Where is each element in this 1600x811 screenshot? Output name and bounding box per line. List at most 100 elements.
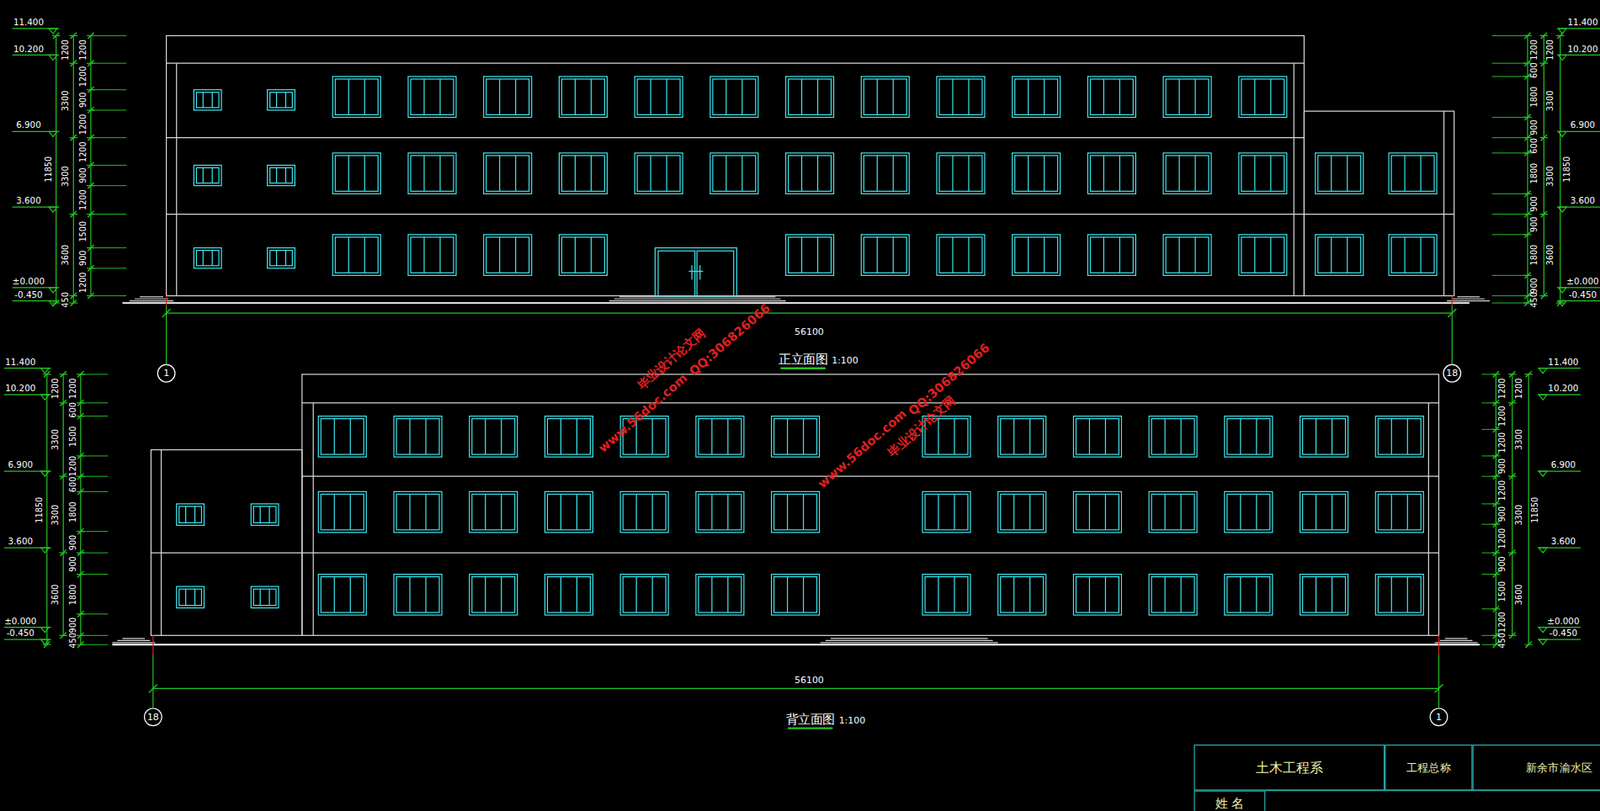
dimension-extension xyxy=(80,635,109,637)
window-mullion xyxy=(652,494,654,530)
window-sash xyxy=(561,155,605,192)
elevation-mark: 11.400 xyxy=(1567,18,1598,27)
level-triangle xyxy=(40,394,49,400)
dimension-extension xyxy=(1492,35,1528,37)
dimension-text: 3300 xyxy=(62,90,71,112)
level-triangle xyxy=(1557,54,1567,60)
level-triangle xyxy=(40,471,49,477)
dimension-extension xyxy=(90,164,127,166)
window-mullion xyxy=(636,494,638,530)
window-mullion xyxy=(348,79,350,115)
window-mullion xyxy=(1103,155,1105,192)
window-frame xyxy=(696,574,745,616)
window-mullion xyxy=(1089,577,1090,613)
window-mullion xyxy=(953,494,955,530)
window-sash xyxy=(863,79,907,115)
window-mullion xyxy=(802,419,804,455)
dimension-tick xyxy=(53,299,59,306)
window-frame xyxy=(696,416,745,458)
level-triangle xyxy=(40,627,49,633)
window-frame xyxy=(250,504,279,526)
window-mullion xyxy=(1180,419,1182,455)
floor-line xyxy=(166,137,1305,139)
window-mullion xyxy=(1013,494,1015,530)
window-mullion xyxy=(802,577,804,613)
dimension-text: 1200 xyxy=(1499,378,1508,400)
window-frame xyxy=(1148,491,1197,532)
dimension-text: 3600 xyxy=(1546,244,1556,266)
window-mullion xyxy=(802,494,804,530)
dimension-tick xyxy=(70,299,77,306)
dimension-extension xyxy=(80,574,109,575)
dimension-text: 11850 xyxy=(1562,156,1572,183)
window-mullion xyxy=(1027,79,1029,115)
window-mullion xyxy=(423,237,425,273)
dimension-line xyxy=(73,35,75,303)
dimension-text: 900 xyxy=(79,92,89,109)
window-frame xyxy=(1300,491,1349,532)
window-sash xyxy=(1165,155,1209,192)
dimension-extension xyxy=(80,644,109,646)
window-frame xyxy=(469,491,518,532)
elevation-mark: ±0.000 xyxy=(12,276,45,286)
dimension-extension xyxy=(90,185,127,187)
window-sash xyxy=(1000,419,1044,455)
window-mullion xyxy=(951,155,953,192)
window-mullion xyxy=(1419,155,1421,192)
dimension-text: 1200 xyxy=(52,378,61,400)
window-sash xyxy=(939,79,983,115)
dimension-extension xyxy=(80,455,109,457)
window-frame xyxy=(710,153,759,194)
dimension-tick xyxy=(1509,399,1515,406)
elevation-mark: 10.200 xyxy=(1547,384,1579,394)
window-mullion xyxy=(425,494,426,530)
window-frame xyxy=(1300,574,1349,616)
window-sash xyxy=(1227,494,1271,530)
door-handle xyxy=(688,271,703,272)
window-mullion xyxy=(409,577,410,613)
door-handle xyxy=(699,265,701,280)
dimension-extension xyxy=(80,415,109,417)
scale-note: 1:100 xyxy=(831,356,858,367)
title-underline xyxy=(780,366,825,369)
window-frame xyxy=(1375,491,1424,532)
window-mullion xyxy=(727,419,729,455)
window-frame xyxy=(1224,491,1273,532)
window-mullion xyxy=(1315,577,1317,613)
window-mullion xyxy=(1254,237,1255,273)
window-mullion xyxy=(1330,237,1332,273)
window-mullion xyxy=(893,237,894,273)
window-mullion xyxy=(576,419,578,455)
window-sash xyxy=(774,577,818,613)
window-mullion xyxy=(1391,419,1393,455)
dimension-line xyxy=(63,374,64,636)
window-frame xyxy=(393,416,442,458)
dimension-tick xyxy=(70,292,77,299)
window-sash xyxy=(270,92,293,108)
axis-bubble: 18 xyxy=(143,707,163,727)
window-mullion xyxy=(334,419,335,455)
window-sash xyxy=(320,494,364,530)
window-mullion xyxy=(423,155,425,192)
window-frame xyxy=(176,586,205,608)
parapet-line xyxy=(166,63,1305,64)
window-mullion xyxy=(1391,577,1393,613)
dimension-text: 1200 xyxy=(1499,432,1508,454)
step xyxy=(129,300,174,302)
window-mullion xyxy=(348,155,350,192)
window-frame xyxy=(634,153,683,194)
wall-line xyxy=(1293,63,1295,296)
wall-line xyxy=(1443,111,1445,296)
window-mullion xyxy=(439,155,441,192)
window-mullion xyxy=(650,155,652,192)
window-frame xyxy=(558,76,607,117)
window-frame xyxy=(267,248,296,269)
window-mullion xyxy=(574,79,576,115)
window-mullion xyxy=(1331,419,1333,455)
dimension-extension xyxy=(1481,644,1496,646)
step xyxy=(825,640,994,642)
window-frame xyxy=(1238,76,1287,117)
level-triangle xyxy=(1538,547,1547,553)
window-mullion xyxy=(817,155,819,192)
door-leaf xyxy=(696,250,734,296)
